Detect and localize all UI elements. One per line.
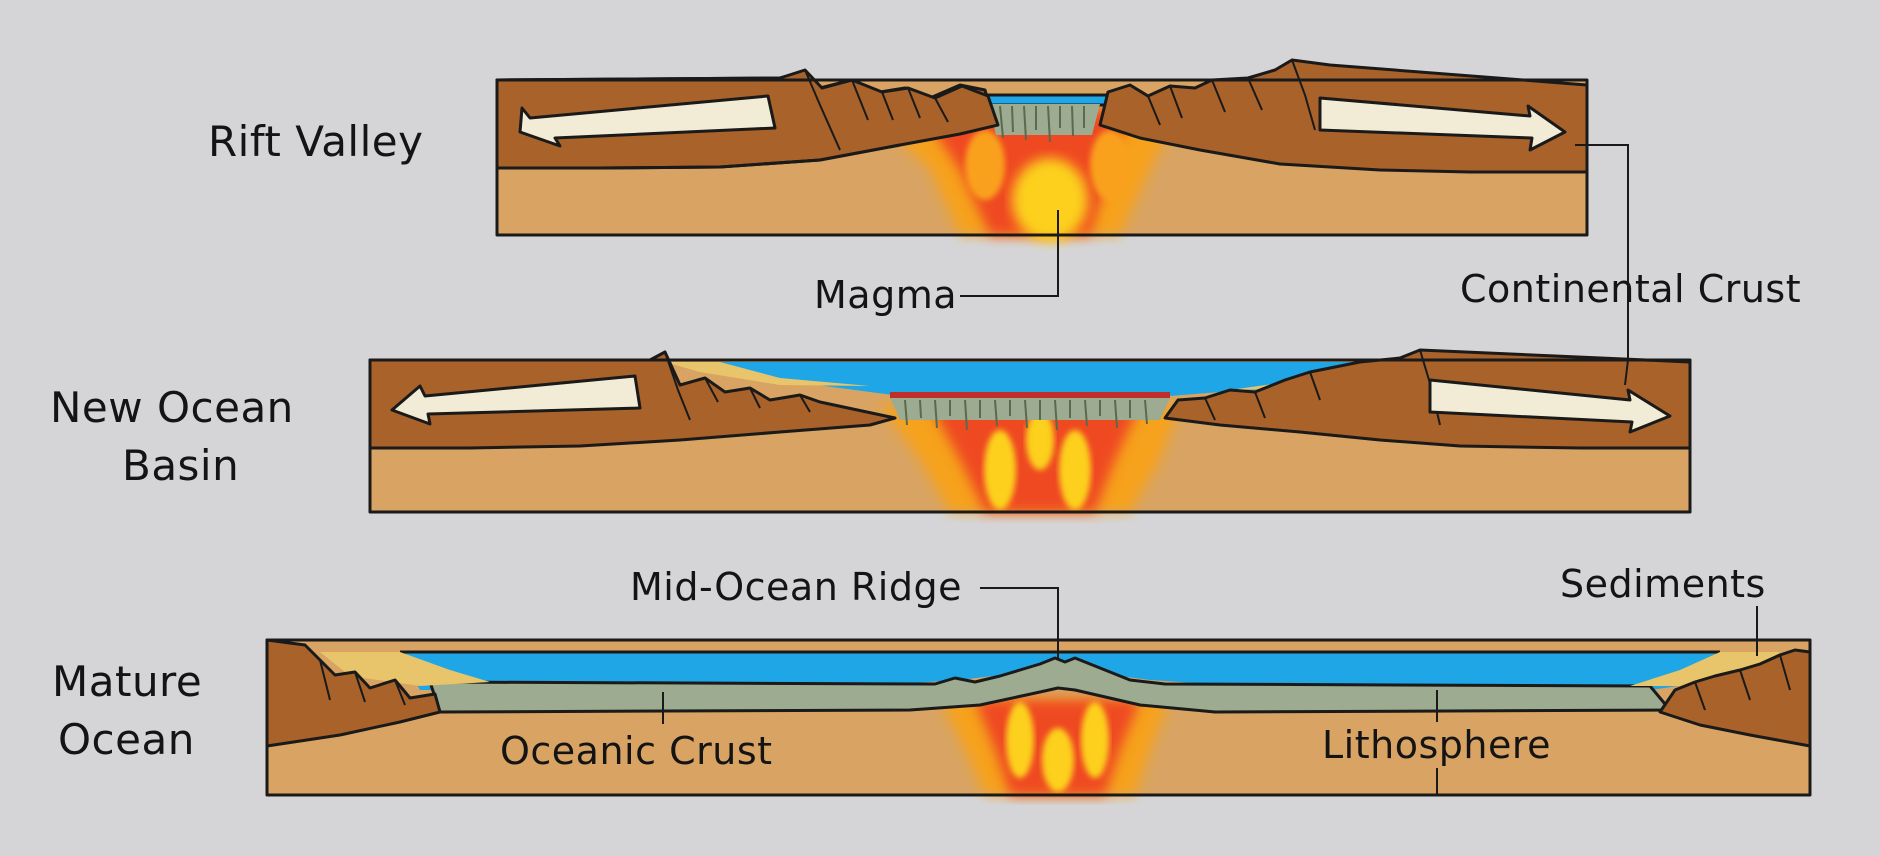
continental-crust-leader-line (1575, 144, 1629, 386)
sediments-label: Sediments (1560, 562, 1766, 606)
right-sediments (1630, 652, 1780, 686)
left-continental-margin (265, 638, 442, 748)
mid-ocean-ridge-leader-line (980, 587, 1059, 658)
magma-leader-line (960, 210, 1059, 297)
stage-label-new-ocean-basin-line2: Basin (122, 441, 239, 490)
magma-plume (870, 110, 1180, 242)
mature-ocean-water (400, 652, 1720, 690)
stage-label-rift-valley: Rift Valley (208, 117, 423, 166)
mid-ocean-ridge-label: Mid-Ocean Ridge (630, 565, 962, 609)
stage-label-mature-ocean-line1: Mature (52, 657, 202, 706)
right-spreading-arrow (1428, 378, 1672, 434)
new-ocean-basin-panel (368, 348, 1692, 514)
left-spreading-arrow (390, 374, 642, 426)
oceanic-crust-layer (428, 656, 1672, 714)
left-spreading-arrow (518, 94, 777, 148)
stage-label-new-ocean-basin-line1: New Ocean (50, 383, 294, 432)
rift-valley-panel (495, 58, 1589, 242)
magma-plume (940, 700, 1170, 795)
mature-ocean-panel (265, 638, 1812, 797)
right-spreading-arrow (1318, 96, 1567, 152)
continental-crust-label: Continental Crust (1460, 267, 1801, 311)
new-crust-top (890, 392, 1170, 398)
oceanic-crust-label: Oceanic Crust (500, 729, 773, 773)
stage-label-mature-ocean-line2: Ocean (58, 715, 195, 764)
left-sediments (320, 652, 490, 686)
rift-water (980, 93, 1109, 107)
lithosphere-label: Lithosphere (1322, 723, 1551, 767)
magma-label: Magma (814, 273, 957, 317)
right-continental-crust (1163, 348, 1692, 450)
magma-plume (880, 405, 1180, 512)
